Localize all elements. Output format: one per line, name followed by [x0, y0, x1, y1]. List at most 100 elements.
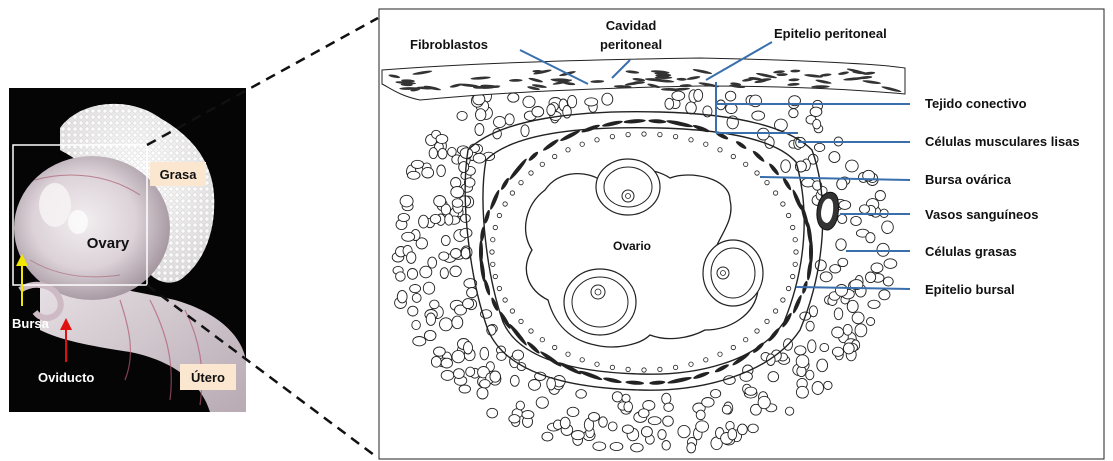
epithelial-cell [497, 213, 501, 217]
fat-cell [452, 350, 465, 362]
fat-cell [542, 432, 553, 441]
fat-cell [423, 282, 434, 294]
fat-cell [882, 221, 894, 234]
fat-cell [758, 396, 770, 408]
fat-cell [836, 285, 848, 297]
fat-cell [441, 358, 452, 368]
epithelial-cell [626, 367, 630, 371]
cavidad-label-line2: peritoneal [600, 37, 662, 52]
epithelial-cell [718, 148, 722, 152]
fat-cell [639, 409, 650, 418]
fat-cell [419, 215, 429, 228]
fat-cell [445, 214, 453, 225]
fat-cell [812, 382, 823, 395]
epithelial-cell [704, 358, 708, 362]
fat-cell [572, 431, 585, 440]
epithelial-cell [626, 132, 630, 136]
fat-cell [843, 324, 852, 335]
fat-cell [431, 356, 441, 367]
spindle-cell [661, 88, 677, 91]
epithelial-cell [773, 309, 777, 313]
epithelial-cell [529, 171, 533, 175]
fat-cell [510, 375, 519, 386]
fat-cell [814, 143, 824, 151]
epithelial-cell [673, 365, 677, 369]
fat-cell [440, 268, 448, 279]
fat-cell [796, 355, 809, 368]
fat-cell [428, 257, 437, 268]
fat-cell [430, 300, 439, 309]
fat-cell [434, 347, 446, 356]
epithelial-cell [744, 162, 748, 166]
fat-cell [454, 369, 465, 379]
epithelial-cell [642, 132, 646, 136]
fat-cell [785, 407, 793, 415]
epithelial-cell [744, 338, 748, 342]
histology-diagram: Ovario Fibroblastos Cavidad peritoneal E… [379, 9, 1104, 459]
fat-cell [767, 354, 776, 366]
fat-cell [757, 128, 769, 140]
epithelial-cell [540, 162, 544, 166]
epithelial-cell [580, 142, 584, 146]
fat-cell [424, 330, 436, 340]
fat-cell [512, 350, 523, 360]
epithelial-cell [773, 191, 777, 195]
epithelial-cell [553, 345, 557, 349]
epithelial-cell [781, 298, 785, 302]
epithelial-cell [493, 225, 497, 229]
fat-cell [662, 393, 671, 404]
epithelial-cell [510, 309, 514, 313]
fat-cell [612, 392, 622, 402]
bursa-label: Bursa [12, 316, 50, 331]
fat-cell [436, 134, 448, 143]
fat-cell [664, 403, 674, 411]
fat-cell [813, 119, 821, 129]
fat-cell [808, 340, 816, 353]
fat-cell [722, 405, 731, 414]
fat-cell [768, 372, 779, 382]
epithelial-cell [529, 329, 533, 333]
fat-cell [466, 367, 475, 376]
epithelial-cell [765, 180, 769, 184]
fat-cell [457, 111, 467, 120]
epithelial-cell [491, 262, 495, 266]
epithelial-cell [689, 138, 693, 142]
fat-cell [463, 299, 474, 309]
fat-cell [648, 417, 661, 425]
fat-cell [402, 232, 415, 241]
fat-cell [696, 410, 705, 420]
fat-cell [410, 285, 421, 293]
fat-cell [589, 413, 600, 422]
fat-cell [622, 425, 633, 433]
fat-cell [494, 116, 506, 127]
fat-cell [536, 397, 548, 408]
fat-cell [745, 387, 757, 395]
fat-cell [426, 313, 435, 325]
fat-cell [407, 171, 420, 179]
epithelial-cell [610, 365, 614, 369]
fat-cell [412, 320, 421, 329]
fat-cell [610, 442, 623, 450]
epithelial-cell [610, 134, 614, 138]
epithelial-cell [510, 191, 514, 195]
epithelial-cell [731, 154, 735, 158]
fat-cell [398, 213, 409, 221]
fat-cell [877, 243, 889, 256]
epithelial-cell [786, 213, 790, 217]
fat-cell [459, 385, 470, 393]
epithelial-cell [642, 368, 646, 372]
fat-cell [476, 109, 486, 121]
epithelial-cell [793, 262, 797, 266]
fat-cell [480, 347, 489, 360]
fat-cell [820, 343, 829, 351]
epithelial-cell [765, 319, 769, 323]
epithelial-cell [755, 171, 759, 175]
fat-cell [451, 187, 464, 198]
zoom-connector-top [147, 18, 378, 145]
fat-cell [834, 308, 843, 320]
fat-cell [838, 214, 847, 223]
fat-cell [396, 272, 406, 281]
fat-cell [532, 107, 544, 117]
epithelial-cell [540, 338, 544, 342]
fat-cell [473, 153, 485, 163]
